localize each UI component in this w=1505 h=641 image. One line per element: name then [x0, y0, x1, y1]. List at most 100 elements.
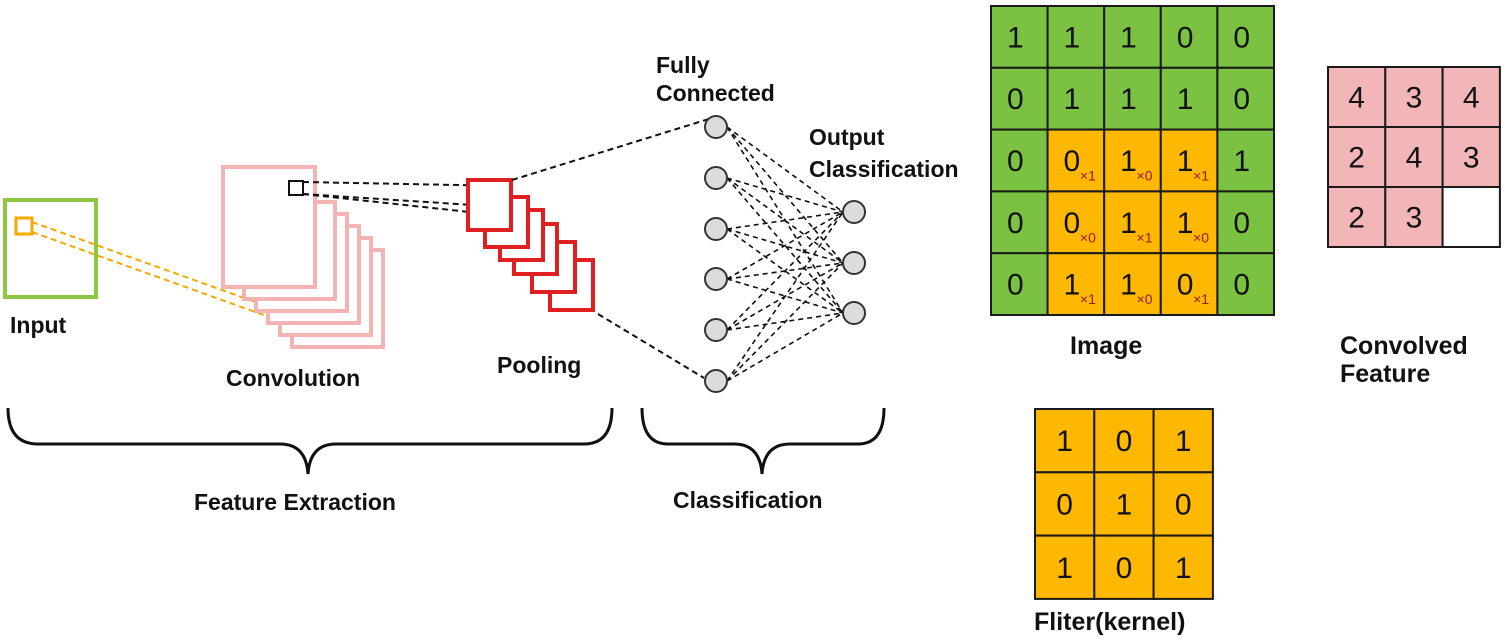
image-grid-cell-value: 0: [1233, 207, 1250, 240]
image-grid-cell-value: 0: [1064, 207, 1081, 240]
image-grid-cell-value: 0: [1177, 269, 1194, 302]
image-grid-cell-value: 1: [1120, 145, 1137, 178]
conv-to-pool-line: [302, 193, 489, 207]
kernel-weight-label: ×0: [1193, 229, 1209, 245]
image-grid-cell-value: 0: [1233, 21, 1250, 54]
image-grid-cell-value: 1: [1120, 269, 1137, 302]
classification-label: Classification: [673, 487, 823, 513]
feature-extraction-label: Feature Extraction: [194, 489, 396, 515]
feature-extraction-brace: [6, 407, 614, 475]
fc-node: [704, 318, 728, 342]
image-grid-cell: [1046, 190, 1106, 255]
fc-node: [704, 369, 728, 393]
image-grid-cell-value: 1: [1177, 83, 1194, 116]
image-grid-cell-value: 1: [1177, 145, 1194, 178]
filter-grid-cell: [1152, 534, 1214, 600]
kernel-weight-label: ×1: [1193, 291, 1209, 307]
fc-edge: [726, 312, 844, 382]
image-grid-cell: [990, 252, 1049, 316]
image-label: Image: [1070, 332, 1142, 360]
conv-to-pool-line: [302, 193, 489, 215]
convolved-feature-cell-value: 3: [1406, 82, 1423, 115]
image-grid-cell: [1103, 66, 1162, 131]
image-grid-cell-value: 1: [1120, 21, 1137, 54]
image-grid-cell-value: 1: [1064, 269, 1081, 302]
pooling-stack: [466, 178, 595, 312]
image-grid-cell: [1046, 5, 1106, 69]
pool-to-fc-line: [511, 117, 713, 181]
fc-node: [704, 166, 728, 190]
kernel-weight-label: ×0: [1137, 168, 1153, 184]
filter-grid-cell-value: 1: [1056, 552, 1073, 585]
fc-edge: [726, 211, 844, 230]
image-grid-cell: [1216, 190, 1276, 255]
fc-edge: [726, 262, 844, 382]
image-grid-cell-value: 1: [1064, 83, 1081, 116]
image-grid-cell: [1216, 128, 1276, 193]
image-grid-cell: [1216, 252, 1276, 316]
fc-edge: [726, 211, 844, 331]
fc-layer: [704, 115, 728, 393]
fc-edge: [726, 177, 844, 213]
image-grid-cell-value: 0: [1007, 145, 1024, 178]
output-layer: [842, 200, 866, 325]
image-grid-cell-value: 0: [1064, 145, 1081, 178]
kernel-weight-label: ×0: [1080, 229, 1096, 245]
convolved-feature-cell: [1441, 126, 1501, 188]
kernel-weight-label: ×0: [1137, 291, 1153, 307]
image-grid-cell: [1046, 128, 1106, 193]
output-label-line2: Classification: [809, 156, 959, 182]
image-grid-cell-value: 1: [1120, 83, 1137, 116]
input-square: [3, 198, 98, 299]
fc-edge: [726, 211, 844, 280]
output-label-line1: Output: [809, 124, 885, 150]
convolution-label: Convolution: [226, 365, 360, 391]
image-grid-cell-value: 1: [1007, 21, 1024, 54]
filter-grid-cell-value: 1: [1175, 552, 1192, 585]
pooling-label: Pooling: [497, 352, 581, 378]
filter-grid-cell: [1034, 534, 1096, 600]
fc-edge: [726, 278, 844, 314]
convolved-feature-cell-value: 4: [1406, 142, 1423, 175]
convolved-feature-cell: [1327, 126, 1387, 188]
fc-edge: [726, 228, 844, 314]
fc-edge: [726, 177, 844, 264]
image-grid-cell-value: 0: [1007, 207, 1024, 240]
filter-grid-cell-value: 0: [1056, 488, 1073, 521]
kernel-weight-label: ×1: [1137, 229, 1153, 245]
convolved-feature-cell-value: 3: [1406, 202, 1423, 235]
image-grid-cell-value: 1: [1177, 207, 1194, 240]
fc-edge: [726, 126, 844, 213]
filter-label: Fliter(kernel): [1034, 608, 1185, 636]
fc-edges: [726, 126, 844, 382]
image-grid-cell-value: 1: [1064, 21, 1081, 54]
classification-brace: [640, 407, 886, 475]
image-grid-cell: [1159, 66, 1219, 131]
fc-edge: [726, 228, 844, 264]
convolved-feature-cell-value: 4: [1463, 82, 1480, 115]
convolution-patch: [288, 180, 304, 196]
image-grid-cell-value: 1: [1233, 145, 1250, 178]
input-patch: [14, 216, 34, 236]
input-projection-line: [31, 221, 301, 319]
convolved-feature-cell: [1384, 186, 1444, 248]
image-grid-cell-value: 1: [1120, 207, 1137, 240]
output-node: [842, 251, 866, 275]
image-grid-cell: [1159, 190, 1219, 255]
input-projection-line: [31, 231, 301, 329]
fully-connected-label-line2: Connected: [656, 80, 775, 106]
fc-node: [704, 217, 728, 241]
filter-grid-cell: [1093, 534, 1155, 600]
image-grid-cell: [1103, 5, 1162, 69]
image-grid-cell-value: 0: [1007, 269, 1024, 302]
pool-to-fc-line: [597, 313, 705, 379]
convolved-feature-cell-value: 3: [1463, 142, 1480, 175]
filter-grid-cell-value: 1: [1175, 425, 1192, 458]
convolved-label-line1: Convolved: [1340, 332, 1468, 360]
convolved-label-line2: Feature: [1340, 360, 1430, 388]
convolved-feature-cell-value: 4: [1348, 82, 1365, 115]
